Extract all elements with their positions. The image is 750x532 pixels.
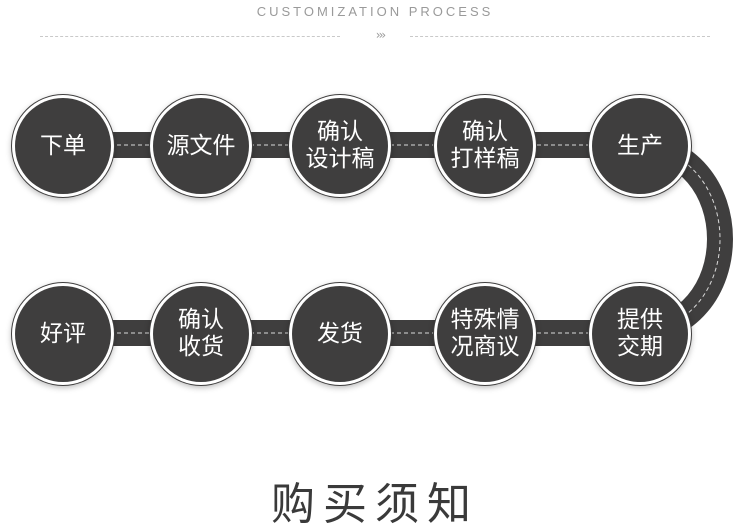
step-label-line2: 况商议 [450,334,520,360]
purchase-notice-title: 购买须知 [271,479,479,530]
title-divider: ››› [40,28,710,44]
step-label: 好评 [40,320,86,347]
step-label-line2: 收货 [178,334,224,360]
step-label-line2: 交期 [617,334,663,360]
step-source-file: 源文件 [153,98,249,194]
step-label-line1: 确认 [462,119,508,145]
step-confirm-receipt: 确认 收货 [153,286,249,382]
step-label: 源文件 [166,132,236,159]
process-track [62,132,733,346]
step-production: 生产 [592,98,688,194]
step-label-line2: 设计稿 [305,146,375,172]
step-place-order: 下单 [15,98,111,194]
step-confirm-design: 确认 设计稿 [292,98,388,194]
step-label-line1: 确认 [317,119,363,145]
step-label-line2: 打样稿 [450,146,520,172]
step-special-discussion: 特殊情 况商议 [437,286,533,382]
step-label: 发货 [317,320,363,347]
step-confirm-proof: 确认 打样稿 [437,98,533,194]
step-label: 生产 [617,132,663,159]
process-title: CUSTOMIZATION PROCESS [256,4,494,19]
step-label: 下单 [40,132,86,159]
divider-line-right [410,36,710,37]
step-label-line1: 确认 [178,307,224,333]
step-review: 好评 [15,286,111,382]
step-delivery-date: 提供 交期 [592,286,688,382]
step-label-line1: 提供 [617,307,663,333]
step-label-line1: 特殊情 [450,307,520,333]
step-shipping: 发货 [292,286,388,382]
divider-line-left [40,36,340,37]
chevrons-icon: ››› [375,28,386,42]
